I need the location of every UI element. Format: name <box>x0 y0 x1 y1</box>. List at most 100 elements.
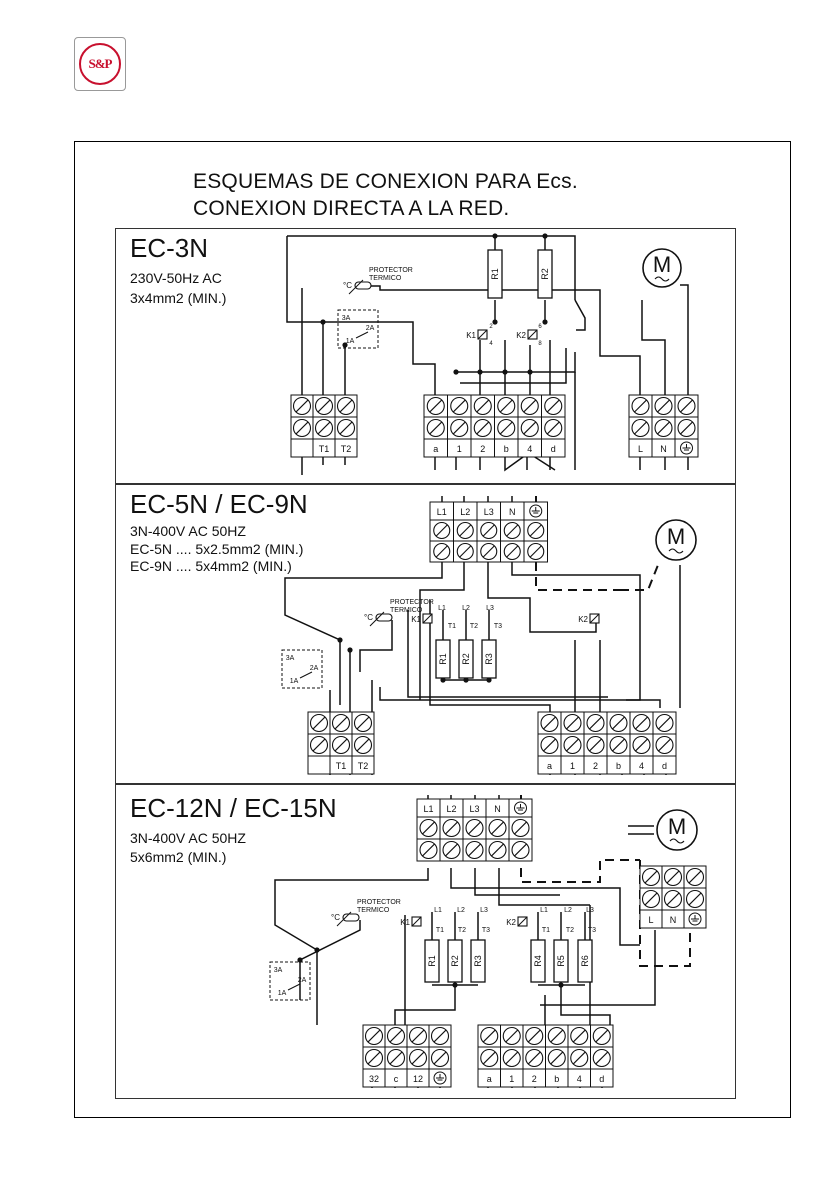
screw-slot <box>435 524 448 537</box>
screw-slot <box>452 399 466 413</box>
model-title: EC-5N / EC-9N <box>130 489 308 519</box>
screw-slot <box>658 738 671 752</box>
screw-slot <box>339 421 353 435</box>
wire <box>287 235 576 300</box>
screw-slot <box>634 399 647 413</box>
motor-label: M <box>653 252 671 277</box>
resistor <box>577 939 593 983</box>
wire <box>323 321 436 395</box>
motor-label: M <box>668 814 686 839</box>
thermostat-label: 1A <box>278 990 287 997</box>
screw-slot <box>445 843 458 857</box>
screw-slot <box>506 545 519 558</box>
junction-dot <box>314 947 320 953</box>
junction-dot <box>463 677 469 683</box>
wire <box>498 868 590 906</box>
terminal-label: N <box>509 507 516 517</box>
wire <box>429 600 551 712</box>
screw-slot <box>595 1051 609 1065</box>
diagram-label: T2 <box>470 623 478 630</box>
terminal-label: 4 <box>639 761 644 771</box>
screw-slot <box>482 545 495 558</box>
terminal-label: L1 <box>423 804 433 814</box>
heading-line-2: CONEXION DIRECTA A LA RED. <box>193 197 510 220</box>
thermostat-label: 2A <box>298 977 307 984</box>
protector-label: TERMICO <box>390 607 423 614</box>
screw-slot <box>666 892 680 906</box>
diagram-frame <box>74 141 791 1118</box>
screw-slot <box>505 1051 519 1065</box>
diagram-label: L1 <box>434 907 442 914</box>
terminal-label: L2 <box>446 804 456 814</box>
terminal-label: 1 <box>509 1074 514 1084</box>
junction-dot <box>453 369 459 375</box>
screw-slot <box>317 421 331 435</box>
relay-coil-diag <box>411 916 422 927</box>
screw-slot <box>523 399 537 413</box>
junction-dot <box>297 957 303 963</box>
diagram-label: T1 <box>542 927 550 934</box>
screw-slot <box>572 1051 586 1065</box>
screw-slot <box>433 1051 447 1065</box>
model-title: EC-3N <box>130 233 209 263</box>
wire <box>284 562 443 705</box>
resistor-label: R2 <box>540 268 550 280</box>
screw-slot <box>334 716 348 730</box>
terminal-label: N <box>494 804 501 814</box>
screw-slot <box>422 821 435 835</box>
motor-ac-symbol <box>654 276 670 282</box>
relay-coil-diag <box>517 916 528 927</box>
relay-label: K2 <box>578 615 588 624</box>
terminal-label: L1 <box>437 507 447 517</box>
thermostat-label: 3A <box>274 967 283 974</box>
logo-text: S&P <box>88 56 113 71</box>
terminal-label: a <box>433 444 438 454</box>
diagram-label: L2 <box>462 605 470 612</box>
screw-slot <box>389 1051 403 1065</box>
junction-dot <box>542 233 548 239</box>
junction-dot <box>492 319 498 325</box>
wire <box>535 562 620 591</box>
screw-slot <box>459 524 472 537</box>
relay-label: K1 <box>466 331 476 340</box>
resistor-label: R1 <box>427 955 437 967</box>
junction-dot <box>342 342 348 348</box>
thermal-protector-arrow <box>336 911 352 927</box>
terminal-label: T2 <box>341 444 352 454</box>
screw-slot <box>657 399 670 413</box>
wire <box>379 687 661 708</box>
resistor-label: R1 <box>438 653 448 665</box>
wire <box>680 284 689 395</box>
screw-slot <box>550 1029 564 1043</box>
terminal-label: 1 <box>570 761 575 771</box>
screw-slot <box>658 716 671 730</box>
wire <box>407 610 608 698</box>
terminal-label: a <box>547 761 552 771</box>
screw-slot <box>476 421 490 435</box>
thermostat-label: 3A <box>342 315 351 322</box>
terminal-label: 2 <box>593 761 598 771</box>
terminal-label: 4 <box>527 444 532 454</box>
wire <box>560 985 611 1025</box>
screw-slot <box>468 843 481 857</box>
screw-slot <box>566 716 579 730</box>
wire <box>419 562 465 700</box>
wire <box>487 562 597 633</box>
screw-slot <box>367 1029 381 1043</box>
diagram-label: L2 <box>457 907 465 914</box>
screw-slot <box>635 738 648 752</box>
screw-slot <box>680 399 693 413</box>
thermostat-label: 2A <box>310 665 319 672</box>
terminal-label-box <box>541 438 566 458</box>
terminal-label: L3 <box>469 804 479 814</box>
terminal-label: d <box>662 761 667 771</box>
wire <box>358 285 641 395</box>
screw-slot <box>499 399 513 413</box>
screw-slot <box>334 738 348 752</box>
screw-slot <box>482 1051 496 1065</box>
junction-dot <box>347 647 353 653</box>
screw-slot <box>482 1029 496 1043</box>
screw-slot <box>505 1029 519 1043</box>
